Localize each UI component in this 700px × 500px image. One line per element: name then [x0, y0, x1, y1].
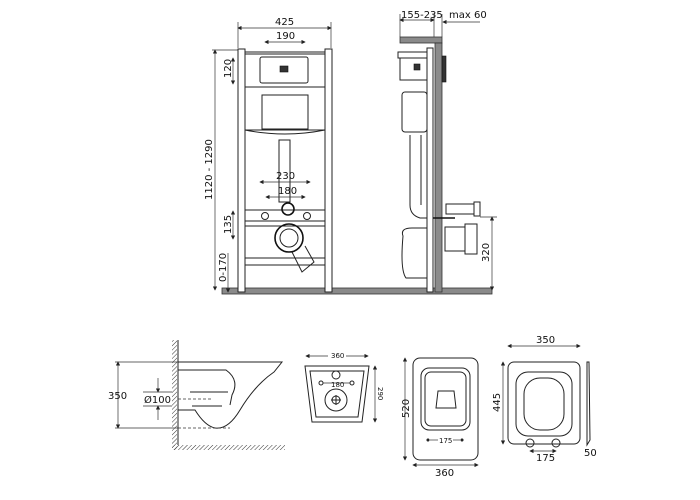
- dim-bowl-front-width: 360: [435, 468, 454, 479]
- dim-bolt-inner: 180: [278, 186, 297, 197]
- dim-seat-width: 350: [536, 335, 555, 346]
- side-inlet-connector: [445, 203, 475, 215]
- dim-bolt-spacing: 175: [439, 437, 452, 445]
- side-view-dimensions: 155-235 max 60 320: [399, 10, 497, 291]
- dim-pipe-diameter: Ø100: [144, 394, 171, 406]
- dim-seat-thickness: 50: [584, 448, 597, 459]
- dim-height-total: 1120 - 1290: [204, 139, 215, 200]
- frame-right-post: [324, 48, 333, 293]
- dim-depth-range: 155-235: [401, 10, 443, 21]
- dim-leg-adjust: 0-170: [218, 253, 229, 282]
- dim-seat-length: 445: [492, 393, 503, 412]
- side-frame-post: [426, 47, 434, 293]
- bolt-left: [261, 212, 269, 220]
- dim-bolt-outer: 230: [276, 171, 295, 182]
- front-view-dimensions: 425 190 120 1120 - 1290 230 180 135 0-17…: [204, 17, 332, 293]
- side-drain-bend: [401, 227, 428, 279]
- dim-bowl-width: 360: [331, 352, 344, 360]
- side-drain-connector: [444, 226, 466, 252]
- cistern-panel: [261, 94, 309, 130]
- side-cistern: [401, 91, 428, 133]
- floor-line: [221, 287, 493, 295]
- bowl-side-view: [172, 340, 285, 450]
- dim-hinge-spacing: 175: [536, 453, 555, 464]
- side-cistern-top: [399, 57, 428, 81]
- flush-outlet: [281, 202, 295, 216]
- drain-outlet: [274, 223, 304, 253]
- dim-bowl-length: 520: [401, 399, 412, 418]
- dim-wall-max: max 60: [449, 10, 487, 21]
- flush-mechanism-icon: [279, 65, 289, 73]
- bowl-top-view: 175 520 360: [401, 357, 479, 479]
- bowl-back-view: 360 180 290: [304, 351, 384, 423]
- seat-view: 350 445 175 50: [492, 335, 597, 464]
- bowl-side-dimensions: 350 Ø100: [108, 361, 178, 429]
- dim-bowl-depth: 290: [376, 387, 384, 400]
- wall-cap: [399, 36, 443, 44]
- flush-pipe: [278, 139, 291, 203]
- dim-side-outlet-height: 320: [481, 243, 492, 262]
- dim-outlet-height: 135: [223, 215, 234, 234]
- dim-height-plate: 120: [223, 59, 234, 78]
- dim-bowl-bolts: 180: [331, 381, 344, 389]
- frame-left-post: [237, 48, 246, 293]
- bolt-right: [303, 212, 311, 220]
- dim-width-total: 425: [275, 17, 294, 28]
- dim-width-plate: 190: [276, 31, 295, 42]
- flush-plate-side: [441, 55, 447, 83]
- dim-bowl-height: 350: [108, 391, 127, 402]
- side-view-frame: [397, 36, 481, 293]
- front-view-frame: [221, 48, 493, 295]
- wall: [434, 42, 443, 293]
